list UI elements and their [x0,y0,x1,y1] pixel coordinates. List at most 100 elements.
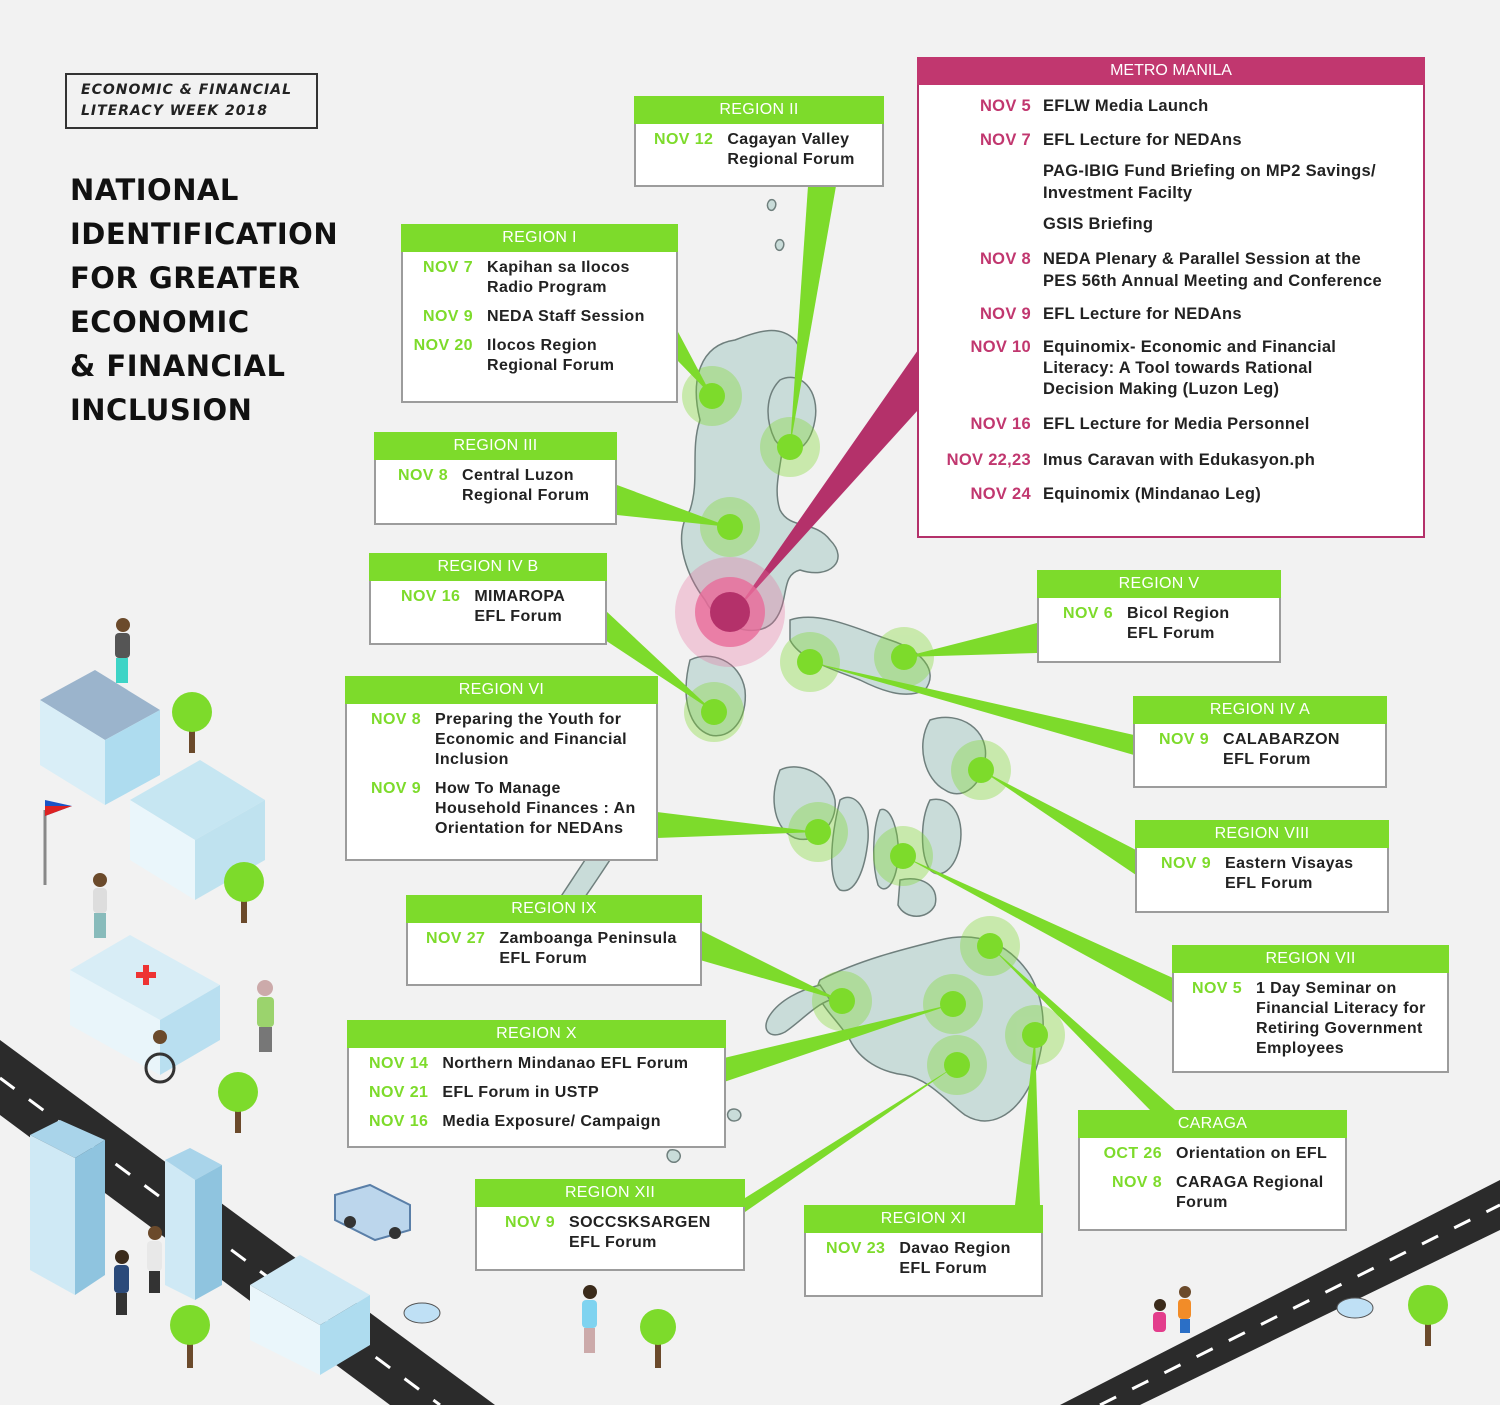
cebu-island [872,808,899,890]
region-title: REGION V [1037,570,1281,598]
title-line: INCLUSION [70,393,253,427]
event-row: NOV 16 Media Exposure/ Campaign [369,1112,724,1132]
event-text: EFL Lecture for Media Personnel [1043,415,1310,433]
event-row: NOV 24 Equinomix (Mindanao Leg) [919,483,1423,505]
jeepney [334,1183,411,1242]
bohol-island [897,878,937,917]
event-date: OCT 26 [1103,1145,1162,1162]
event-text: GSIS Briefing [1043,215,1154,233]
event-date: NOV 16 [970,415,1031,433]
region-title: REGION IX [406,895,702,923]
metro-manila-pointer [735,350,918,612]
title-line: IDENTIFICATION [70,217,339,251]
region-title: REGION VIII [1135,820,1389,848]
title-line: & FINANCIAL [70,349,286,383]
event-row: NOV 9 NEDA Staff Session [403,307,676,327]
event-date: NOV 27 [426,930,486,947]
event-row: NOV 21 EFL Forum in USTP [369,1083,724,1103]
event-row: PAG-IBIG Fund Briefing on MP2 Savings/In… [919,160,1423,204]
metro-manila-marker [710,592,750,632]
event-date [919,213,1043,235]
event-tag-box: ECONOMIC & FINANCIAL LITERACY WEEK 2018 [65,73,318,129]
page-title: NATIONAL IDENTIFICATION FOR GREATER ECON… [70,168,338,432]
region-title: REGION III [374,432,617,460]
region-title: REGION VI [345,676,658,704]
event-text: Equinomix (Mindanao Leg) [1043,485,1262,503]
event-date: NOV 23 [826,1240,886,1257]
caraga-box: CARAGA OCT 26 Orientation on EFL NOV 8 C… [1078,1110,1347,1231]
event-row: NOV 22,23 Imus Caravan with Edukasyon.ph [919,449,1423,471]
event-row: NOV 8 NEDA Plenary & Parallel Session at… [919,248,1423,292]
event-row: NOV 9 EFL Lecture for NEDAns [919,303,1423,325]
event-date: NOV 8 [398,467,449,484]
negros-island [831,796,869,892]
event-date: NOV 22,23 [946,451,1031,469]
event-date [919,160,1043,204]
metro-manila-title: METRO MANILA [917,57,1425,85]
event-text: EFL Lecture for NEDAns [1043,131,1242,149]
event-row: NOV 16 EFL Lecture for Media Personnel [919,413,1423,435]
event-text: EFLW Media Launch [1043,97,1209,115]
event-text: Imus Caravan with Edukasyon.ph [1043,451,1316,469]
event-date: NOV 20 [413,337,473,354]
region-markers [675,366,1065,1095]
event-date: NOV 9 [371,780,422,797]
metro-manila-box: METRO MANILA NOV 5 EFLW Media Launch NOV… [917,57,1425,538]
region-pointers [605,186,1175,1212]
event-row: OCT 26 Orientation on EFL [1080,1144,1345,1164]
event-date: NOV 6 [1063,605,1114,622]
event-date: NOV 5 [1192,980,1243,997]
event-date: NOV 9 [505,1214,556,1231]
region-title: REGION IV B [369,553,607,581]
region-title: REGION XII [475,1179,745,1207]
batanes-islands [766,198,785,252]
region-title: CARAGA [1078,1110,1347,1138]
event-date: NOV 5 [979,97,1031,115]
leyte-island [921,798,962,875]
event-text: EFL Lecture for NEDAns [1043,305,1242,323]
event-row: NOV 10 Equinomix- Economic and Financial… [919,337,1423,400]
region-title: REGION II [634,96,884,124]
mindanao-island [817,936,1044,1122]
office-building [130,760,265,900]
title-line: ECONOMIC [70,305,250,339]
title-line: FOR GREATER [70,261,301,295]
event-row: NOV 5 EFLW Media Launch [919,95,1423,117]
event-row: NOV 7 EFL Lecture for NEDAns [919,129,1423,151]
event-tag-line: ECONOMIC & FINANCIAL [81,82,293,98]
hospital-building [70,935,220,1075]
region-title: REGION I [401,224,678,252]
trees [170,692,1448,1368]
title-line: NATIONAL [70,173,239,207]
school-building [40,670,160,805]
region-title: REGION XI [804,1205,1043,1233]
mindoro-island [685,655,746,737]
event-date: NOV 9 [422,308,473,325]
